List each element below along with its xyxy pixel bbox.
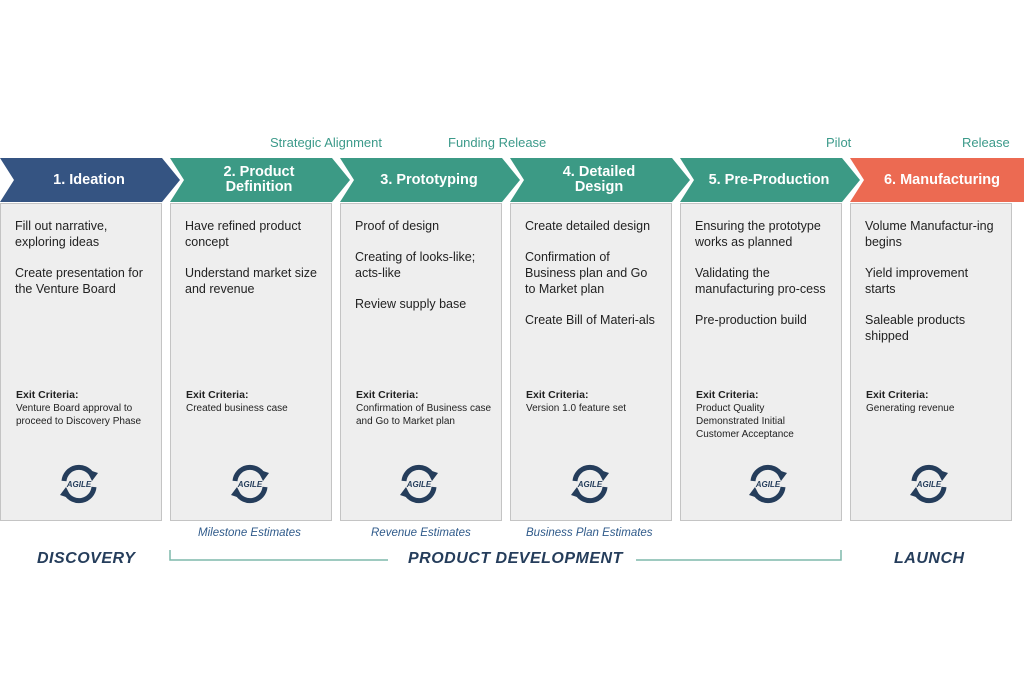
product-development-bracket	[169, 550, 842, 561]
estimate-milestone: Milestone Estimates	[198, 527, 301, 539]
stage-3-exit-criteria: Exit Criteria: Confirmation of Business …	[356, 389, 496, 428]
chevron-stage-5	[680, 158, 860, 202]
phase-product-development: PRODUCT DEVELOPMENT	[408, 550, 623, 567]
stage-4-item: Confirmation of Business plan and Go to …	[525, 250, 648, 296]
agile-label: AGILE	[755, 480, 781, 489]
stage-4-item: Create Bill of Materi-als	[525, 313, 655, 327]
gate-label-strategic-alignment: Strategic Alignment	[270, 135, 383, 150]
phase-launch: LAUNCH	[894, 550, 965, 567]
stage-chevrons	[0, 158, 1024, 202]
chevron-stage-1	[0, 158, 180, 202]
stage-2-exit-criteria: Exit Criteria: Created business case	[186, 389, 326, 415]
stage-6-item: Saleable products shipped	[865, 313, 966, 343]
exit-criteria-label: Exit Criteria:	[16, 389, 79, 401]
estimate-business-plan: Business Plan Estimates	[526, 527, 653, 539]
stage-5-exit-criteria: Exit Criteria: Product Quality Demonstra…	[696, 389, 796, 441]
stage-3-title: 3. Prototyping	[380, 171, 478, 188]
exit-criteria-text: Version 1.0 feature set	[526, 403, 627, 414]
estimate-revenue: Revenue Estimates	[371, 527, 471, 539]
gate-label-funding-release: Funding Release	[448, 135, 547, 150]
agile-cycle-icon: AGILE	[910, 464, 948, 504]
stage-4-item: Create detailed design	[525, 219, 651, 233]
exit-criteria-label: Exit Criteria:	[186, 389, 249, 401]
agile-cycle-icon: AGILE	[60, 464, 98, 504]
stage-6-item: Volume Manufactur-ing begins	[865, 219, 994, 249]
agile-label: AGILE	[237, 480, 263, 489]
stage-6-item: Yield improvement starts	[865, 266, 969, 296]
stage-5-item: Validating the manufacturing pro-cess	[695, 266, 826, 296]
exit-criteria-label: Exit Criteria:	[866, 389, 929, 401]
agile-label: AGILE	[66, 480, 92, 489]
exit-criteria-label: Exit Criteria:	[356, 389, 419, 401]
stage-1-item: Fill out narrative, exploring ideas	[15, 219, 108, 249]
exit-criteria-text: Product Quality Demonstrated Initial Cus…	[696, 403, 794, 440]
agile-label: AGILE	[577, 480, 603, 489]
agile-cycle-icon: AGILE	[231, 464, 269, 504]
gate-label-pilot: Pilot	[826, 135, 852, 150]
exit-criteria-label: Exit Criteria:	[696, 389, 759, 401]
stage-5-item: Ensuring the prototype works as planned	[695, 219, 821, 249]
exit-criteria-text: Venture Board approval to proceed to Dis…	[16, 403, 142, 427]
exit-criteria-label: Exit Criteria:	[526, 389, 589, 401]
stage-2-item: Understand market size and revenue	[185, 266, 318, 296]
exit-criteria-text: Confirmation of Business case and Go to …	[356, 403, 492, 427]
chevron-stage-3	[340, 158, 520, 202]
agile-cycle-icon: AGILE	[571, 464, 609, 504]
stage-3-item: Proof of design	[355, 219, 440, 233]
stage-3-item: Creating of looks-like; acts-like	[355, 250, 476, 280]
agile-cycle-icon: AGILE	[749, 464, 787, 504]
agile-label: AGILE	[916, 480, 942, 489]
chevron-stage-4	[510, 158, 690, 202]
stage-4-exit-criteria: Exit Criteria: Version 1.0 feature set	[526, 389, 666, 415]
stage-2-item: Have refined product concept	[185, 219, 302, 249]
stage-5-item: Pre-production build	[695, 313, 807, 327]
stage-1-exit-criteria: Exit Criteria: Venture Board approval to…	[16, 389, 156, 428]
stage-1-title: 1. Ideation	[53, 171, 125, 188]
stage-3-card: Proof of design Creating of looks-like; …	[340, 203, 502, 521]
agile-cycle-icon: AGILE	[400, 464, 438, 504]
stage-1-item: Create presentation for the Venture Boar…	[15, 266, 143, 296]
stage-6-exit-criteria: Exit Criteria: Generating revenue	[866, 389, 1006, 415]
chevron-stage-2	[170, 158, 350, 202]
stage-5-title: 5. Pre-Production	[708, 171, 830, 188]
phase-discovery: DISCOVERY	[37, 550, 136, 567]
exit-criteria-text: Generating revenue	[866, 403, 955, 414]
agile-label: AGILE	[406, 480, 432, 489]
stage-6-title: 6. Manufacturing	[883, 171, 1000, 188]
chevron-stage-6	[850, 158, 1024, 202]
gate-label-release: Release	[962, 135, 1010, 150]
stage-3-item: Review supply base	[355, 297, 467, 311]
exit-criteria-text: Created business case	[186, 403, 288, 414]
